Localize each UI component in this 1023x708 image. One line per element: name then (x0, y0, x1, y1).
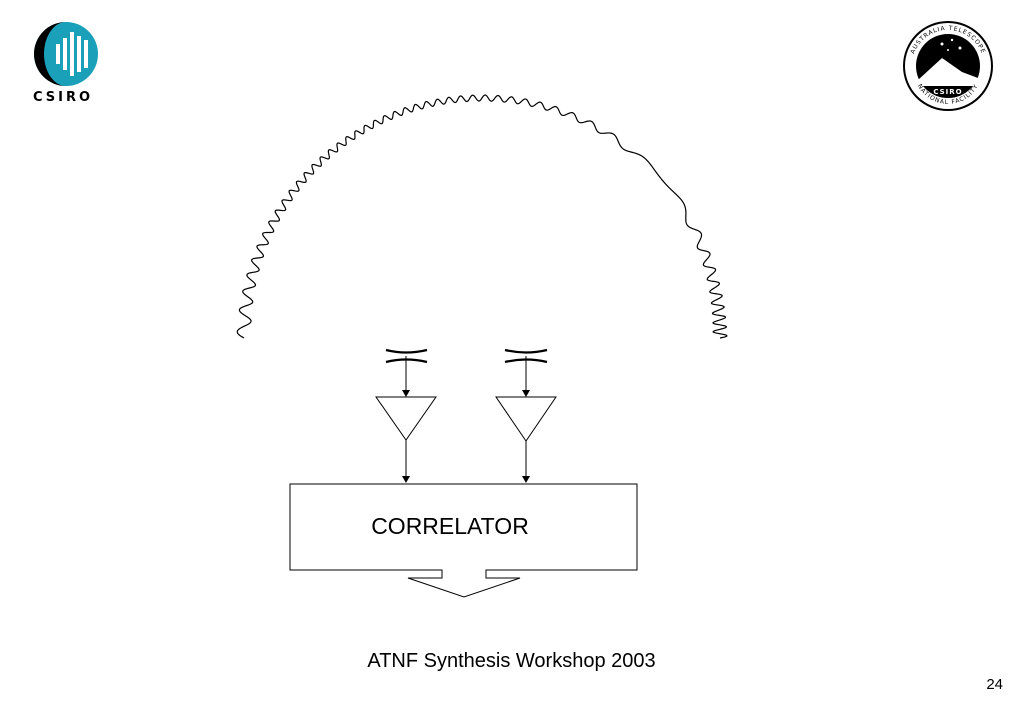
page-number: 24 (986, 676, 1003, 693)
atnf-logo: CSIRO AUSTRALIA TELESCOPE NATIONAL FACIL… (903, 21, 993, 111)
csiro-logo-text: CSIRO (33, 90, 93, 105)
wavefront-arc (236, 94, 728, 339)
atnf-logo-center-text: CSIRO (933, 88, 962, 96)
footer-text: ATNF Synthesis Workshop 2003 (367, 650, 656, 672)
antenna-2 (504, 348, 548, 397)
correlator-label: CORRELATOR (371, 513, 529, 539)
amplifier-2 (495, 396, 557, 483)
amplifier-1 (375, 396, 437, 483)
csiro-logo: CSIRO (33, 22, 98, 105)
correlator-box (289, 483, 638, 598)
antenna-1 (385, 348, 428, 397)
